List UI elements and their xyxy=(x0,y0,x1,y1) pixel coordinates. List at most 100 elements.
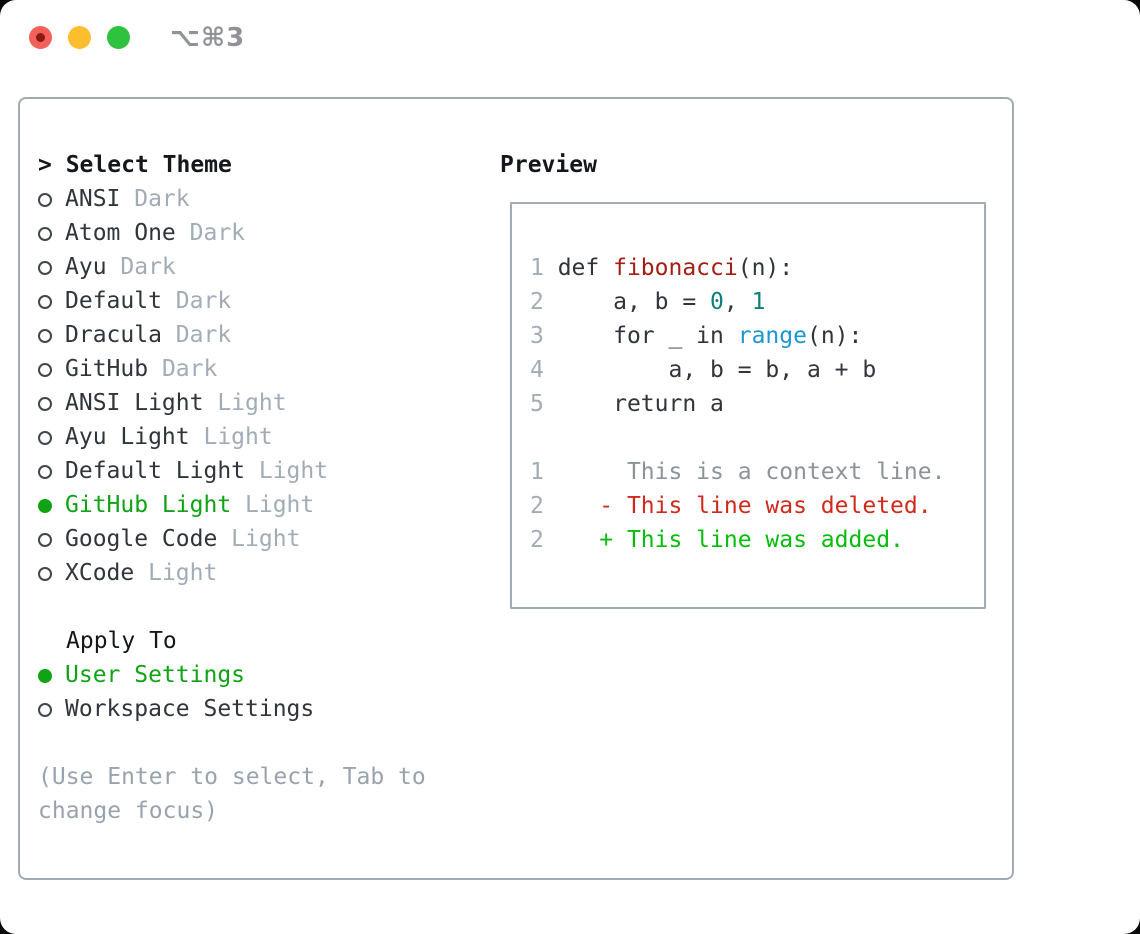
theme-item-ansi-light[interactable]: ANSI Light Light xyxy=(38,386,426,420)
code-line: 2 - This line was deleted. xyxy=(530,489,984,523)
theme-variant: Dark xyxy=(161,322,232,348)
radio-unselected-icon[interactable] xyxy=(38,329,52,343)
theme-name: ANSI xyxy=(65,186,121,212)
theme-variant: Light xyxy=(189,424,273,450)
theme-name: Default Light xyxy=(65,458,246,484)
code-segment-lineno: 2 xyxy=(530,493,544,519)
theme-name: Dracula xyxy=(65,322,162,348)
code-segment-added: + This line was added. xyxy=(599,527,904,553)
theme-variant: Light xyxy=(203,390,287,416)
theme-name: XCode xyxy=(65,560,135,586)
code-segment-lineno: 2 xyxy=(530,289,558,315)
code-segment-lineno: 1 xyxy=(530,459,544,485)
code-segment-code: , xyxy=(723,289,752,315)
zoom-button-icon[interactable] xyxy=(107,26,130,49)
radio-unselected-icon[interactable] xyxy=(38,227,52,241)
theme-variant: Dark xyxy=(175,220,246,246)
window-shortcut-label: ⌥⌘3 xyxy=(170,22,246,53)
code-segment-code: for _ in xyxy=(557,323,738,349)
code-line xyxy=(530,421,984,455)
code-line: 1 def fibonacci(n): xyxy=(530,251,984,285)
radio-unselected-icon[interactable] xyxy=(38,567,52,581)
keyboard-hint: (Use Enter to select, Tab to change focu… xyxy=(38,760,426,828)
theme-item-ayu-light[interactable]: Ayu Light Light xyxy=(38,420,426,454)
hint-line-1: (Use Enter to select, Tab to xyxy=(38,764,426,790)
theme-name: ANSI Light xyxy=(65,390,204,416)
theme-item-atom-one[interactable]: Atom One Dark xyxy=(38,216,426,250)
apply-option-user-settings[interactable]: User Settings xyxy=(38,658,426,692)
apply-to-title: Apply To xyxy=(66,628,177,654)
code-segment-context: This is a context line. xyxy=(543,459,946,485)
theme-item-ayu[interactable]: Ayu Dark xyxy=(38,250,426,284)
radio-unselected-icon[interactable] xyxy=(38,465,52,479)
code-segment-deleted: - This line was deleted. xyxy=(599,493,932,519)
radio-selected-icon[interactable] xyxy=(38,669,52,683)
radio-unselected-icon[interactable] xyxy=(38,363,52,377)
preview-column: Preview 1 def fibonacci(n):2 a, b = 0, 1… xyxy=(500,148,1000,609)
radio-unselected-icon[interactable] xyxy=(38,261,52,275)
code-segment-number: 0 xyxy=(710,289,724,315)
code-line: 1 This is a context line. xyxy=(530,455,984,489)
code-segment-code: (n): xyxy=(737,255,794,281)
theme-name: GitHub xyxy=(65,356,149,382)
theme-variant: Light xyxy=(231,492,315,518)
apply-option-workspace-settings[interactable]: Workspace Settings xyxy=(38,692,426,726)
theme-name: Ayu xyxy=(65,254,107,280)
apply-option-label: Workspace Settings xyxy=(65,696,315,722)
code-segment-lineno: 2 xyxy=(530,527,544,553)
theme-item-default-light[interactable]: Default Light Light xyxy=(38,454,426,488)
radio-unselected-icon[interactable] xyxy=(38,397,52,411)
theme-item-github-light[interactable]: GitHub Light Light xyxy=(38,488,426,522)
titlebar: ⌥⌘3 xyxy=(29,23,245,53)
theme-variant: Dark xyxy=(106,254,176,280)
code-line: 3 for _ in range(n): xyxy=(530,319,984,353)
radio-unselected-icon[interactable] xyxy=(38,295,52,309)
radio-selected-icon[interactable] xyxy=(38,499,52,513)
theme-name: Google Code xyxy=(65,526,218,552)
theme-item-default[interactable]: Default Dark xyxy=(38,284,426,318)
code-segment-code: a, b = xyxy=(557,289,711,315)
theme-variant: Dark xyxy=(161,288,232,314)
theme-name: GitHub Light xyxy=(65,492,232,518)
close-button-icon[interactable] xyxy=(29,26,52,49)
code-segment-function: fibonacci xyxy=(613,255,738,281)
theme-item-xcode[interactable]: XCode Light xyxy=(38,556,426,590)
code-segment-lineno: 1 xyxy=(530,255,558,281)
code-line: 2 + This line was added. xyxy=(530,523,984,557)
code-segment-builtin: range xyxy=(737,323,807,349)
code-line: 5 return a xyxy=(530,387,984,421)
theme-name: Default xyxy=(65,288,162,314)
code-segment-code xyxy=(544,527,599,553)
theme-item-google-code[interactable]: Google Code Light xyxy=(38,522,426,556)
theme-variant: Dark xyxy=(148,356,218,382)
code-segment-code: a, b = b, a + b xyxy=(557,357,877,383)
code-segment-code: return a xyxy=(557,391,724,417)
code-segment-code: (n): xyxy=(806,323,863,349)
theme-variant: Dark xyxy=(120,186,190,212)
theme-item-ansi[interactable]: ANSI Dark xyxy=(38,182,426,216)
radio-unselected-icon[interactable] xyxy=(38,431,52,445)
theme-variant: Light xyxy=(217,526,301,552)
cursor-marker: > xyxy=(38,152,66,178)
code-segment-lineno: 5 xyxy=(530,391,558,417)
theme-variant: Light xyxy=(245,458,329,484)
radio-unselected-icon[interactable] xyxy=(38,193,52,207)
preview-title: Preview xyxy=(500,152,597,178)
radio-unselected-icon[interactable] xyxy=(38,703,52,717)
minimize-button-icon[interactable] xyxy=(68,26,91,49)
theme-item-dracula[interactable]: Dracula Dark xyxy=(38,318,426,352)
code-segment-code: def xyxy=(557,255,614,281)
hint-line-2: change focus) xyxy=(38,798,219,824)
code-line: 4 a, b = b, a + b xyxy=(530,353,984,387)
apply-option-label: User Settings xyxy=(65,662,246,688)
radio-unselected-icon[interactable] xyxy=(38,533,52,547)
theme-name: Ayu Light xyxy=(65,424,190,450)
code-segment-lineno: 3 xyxy=(530,323,558,349)
theme-item-github[interactable]: GitHub Dark xyxy=(38,352,426,386)
